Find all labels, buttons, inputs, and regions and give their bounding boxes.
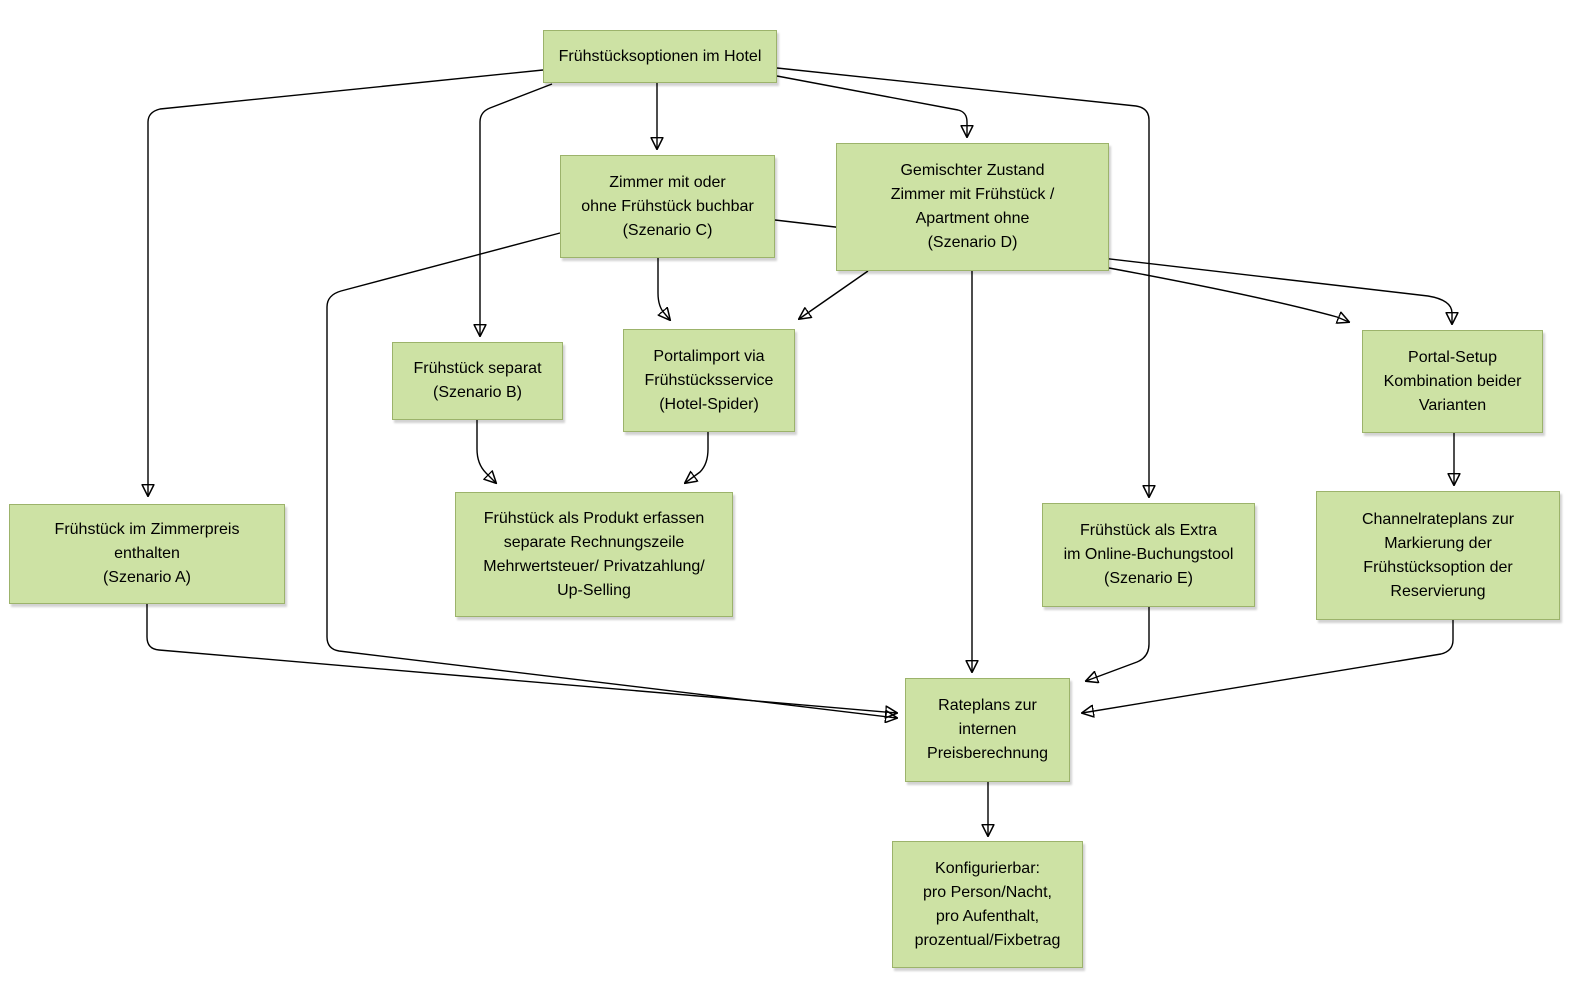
node-label-line: prozentual/Fixbetrag xyxy=(914,931,1061,949)
node-label-line: (Szenario C) xyxy=(622,221,713,239)
node-konfigurierbar: Konfigurierbar: pro Person/Nacht, pro Au… xyxy=(892,841,1083,968)
edge-root-to-scenario-b xyxy=(480,83,553,336)
node-scenario-e: Frühstück als Extra im Online-Buchungsto… xyxy=(1042,503,1255,607)
node-label-line: Mehrwertsteuer/ Privatzahlung/ xyxy=(483,557,705,575)
node-label-line: Up-Selling xyxy=(557,581,631,599)
node-scenario-a: Frühstück im Zimmerpreis enthalten (Szen… xyxy=(9,504,285,604)
node-label-line: Rateplans zur xyxy=(938,697,1037,714)
node-label-line: pro Person/Nacht, xyxy=(923,883,1052,901)
node-portal-import: Portalimport via Frühstücksservice (Hote… xyxy=(623,329,795,432)
node-scenario-d: Gemischter Zustand Zimmer mit Frühstück … xyxy=(836,143,1109,271)
node-label-line: (Szenario A) xyxy=(102,569,192,586)
node-rateplans: Rateplans zur internen Preisberechnung xyxy=(905,678,1070,782)
node-label-line: internen xyxy=(958,721,1017,738)
node-label-line: Zimmer mit oder xyxy=(609,173,726,191)
node-label-line: Markierung der xyxy=(1384,534,1492,552)
node-label-line: separate Rechnungszeile xyxy=(503,533,685,551)
node-scenario-c: Zimmer mit oder ohne Frühstück buchbar (… xyxy=(560,155,775,258)
node-label-line: Konfigurierbar: xyxy=(935,859,1040,877)
node-portal-setup: Portal-Setup Kombination beider Variante… xyxy=(1362,330,1543,433)
node-label-line: Preisberechnung xyxy=(927,745,1048,762)
node-label-line: Frühstücksoption der xyxy=(1363,558,1513,576)
edge-scenario-b-to-produkt-erfassen xyxy=(476,420,496,483)
node-label-line: (Szenario D) xyxy=(927,234,1018,251)
node-scenario-b: Frühstück separat (Szenario B) xyxy=(392,342,563,420)
edge-scenario-c-to-rateplans xyxy=(326,232,897,718)
node-label-line: Zimmer mit Frühstück / xyxy=(890,186,1055,203)
node-label-line: Kombination beider xyxy=(1383,372,1522,390)
node-label-line: Frühstück separat xyxy=(413,360,542,377)
edge-scenario-a-to-rateplans xyxy=(146,604,897,713)
node-label-line: Channelrateplans zur xyxy=(1361,510,1515,528)
node-label-line: im Online-Buchungstool xyxy=(1063,546,1234,563)
node-label-line: Gemischter Zustand xyxy=(900,162,1045,179)
node-label-line: Portal-Setup xyxy=(1408,348,1497,366)
node-label-line: ohne Frühstück buchbar xyxy=(581,197,754,215)
node-label-line: Frühstücksoptionen im Hotel xyxy=(558,47,762,65)
node-label-line: (Szenario E) xyxy=(1104,570,1193,587)
node-label-line: Frühstück als Extra xyxy=(1080,522,1217,539)
node-label-line: Reservierung xyxy=(1390,582,1486,600)
node-label-line: (Szenario B) xyxy=(433,384,522,401)
edge-root-to-scenario-d xyxy=(776,75,967,137)
edge-scenario-d-to-portal-setup xyxy=(1108,267,1349,322)
edge-root-to-scenario-a xyxy=(148,69,544,496)
edge-channel-rateplans-to-rateplans xyxy=(1082,620,1454,713)
node-label-line: Frühstücksservice xyxy=(644,371,774,389)
node-label-line: pro Aufenthalt, xyxy=(935,907,1040,925)
node-label-line: Apartment ohne xyxy=(915,210,1030,227)
edge-root-to-scenario-e xyxy=(776,67,1149,497)
node-root: Frühstücksoptionen im Hotel xyxy=(543,30,777,83)
node-label-line: Portalimport via xyxy=(653,347,765,365)
edge-portal-import-to-produkt-erfassen xyxy=(685,432,709,483)
node-label-line: Varianten xyxy=(1418,396,1487,414)
node-label-line: enthalten xyxy=(114,545,180,562)
edge-scenario-c-to-portal-import xyxy=(657,258,670,320)
edge-scenario-c-to-portal-setup xyxy=(774,219,1452,324)
edge-scenario-e-to-rateplans xyxy=(1086,607,1150,681)
node-label-line: Frühstück als Produkt erfassen xyxy=(483,509,705,527)
node-label-line: Frühstück im Zimmerpreis xyxy=(54,521,240,538)
edge-scenario-d-to-portal-import xyxy=(799,270,869,319)
node-channel-rateplans: Channelrateplans zur Markierung der Früh… xyxy=(1316,491,1560,620)
node-produkt-erfassen: Frühstück als Produkt erfassen separate … xyxy=(455,492,733,617)
node-label-line: (Hotel-Spider) xyxy=(659,395,759,413)
